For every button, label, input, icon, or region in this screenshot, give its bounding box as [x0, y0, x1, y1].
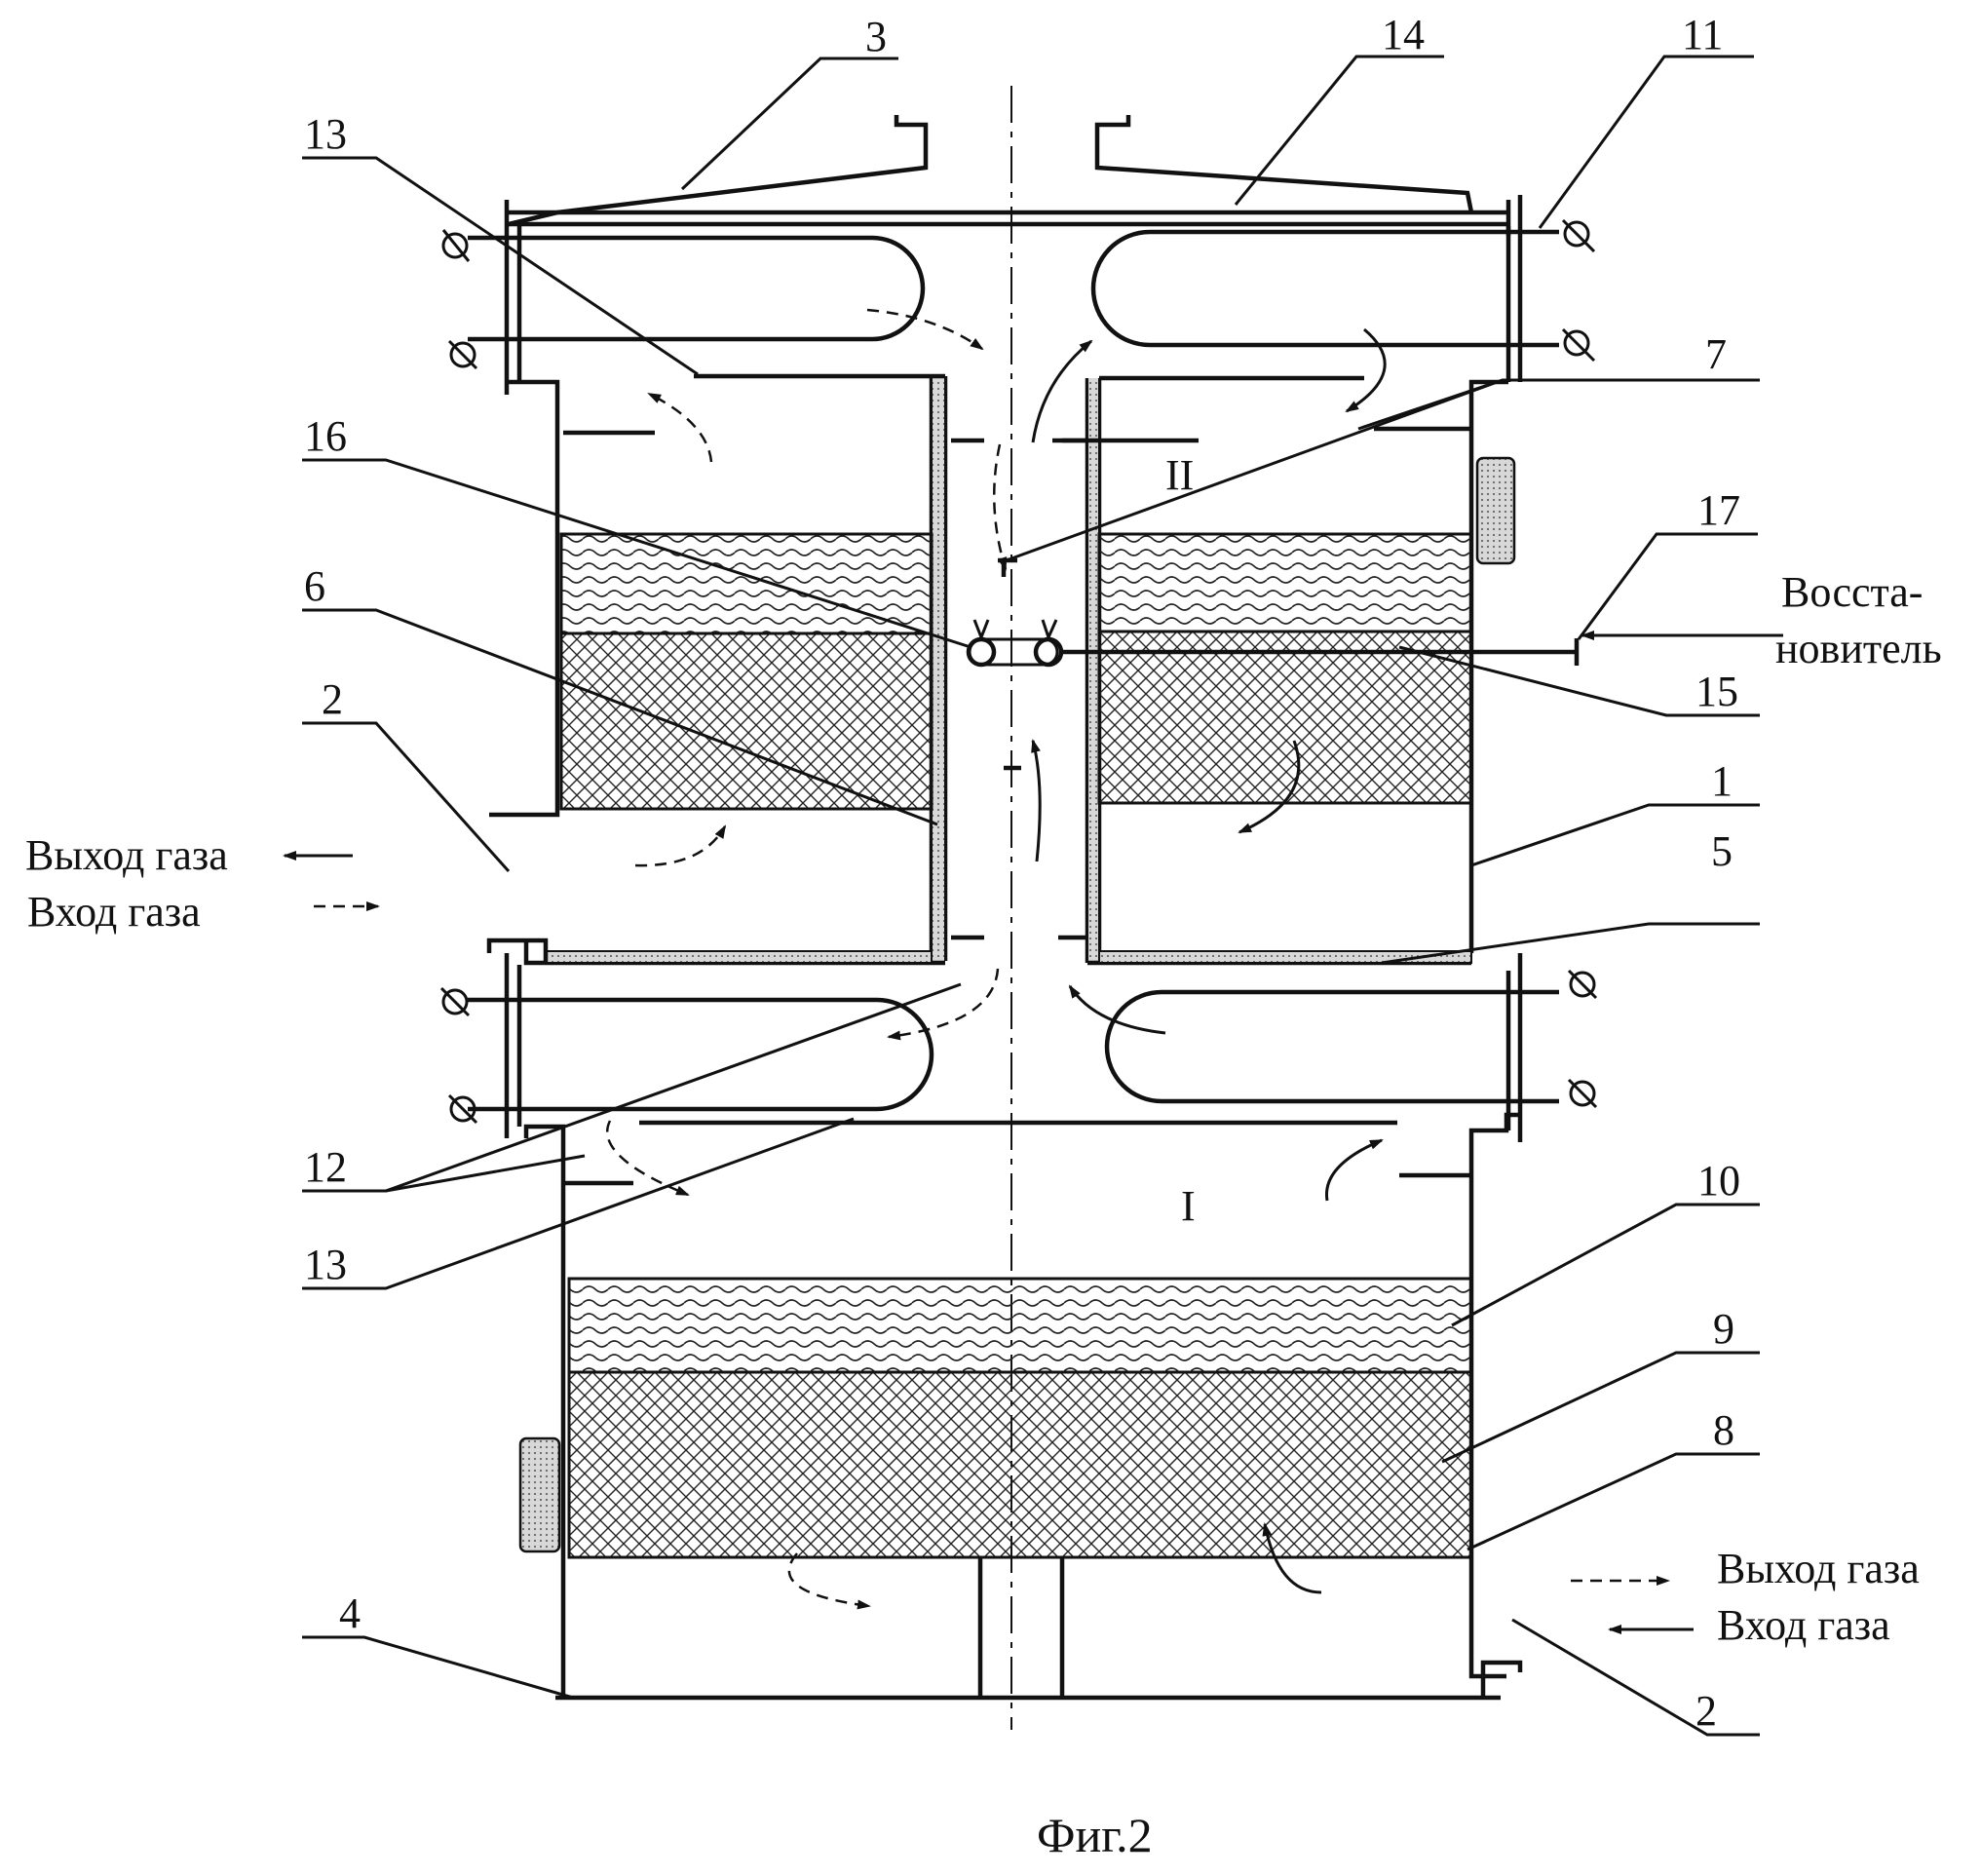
lower-vessel [518, 1112, 1523, 1701]
legend-right [1571, 631, 1783, 1634]
callout-13-top: 13 [304, 110, 347, 158]
legend-left [283, 851, 380, 911]
callout-numbers: 3 14 11 13 7 16 17 6 15 2 1 5 12 10 13 9… [304, 11, 1740, 1735]
chamber-II-label: II [1165, 451, 1194, 499]
callout-2-right: 2 [1695, 1687, 1717, 1735]
callout-9: 9 [1713, 1305, 1734, 1353]
callout-6: 6 [304, 562, 325, 610]
callout-4: 4 [339, 1589, 361, 1637]
callout-13-bottom: 13 [304, 1241, 347, 1288]
reducer-label-line2: новитель [1775, 625, 1942, 672]
callout-17: 17 [1697, 486, 1740, 534]
reducer-injector [966, 619, 1580, 668]
flow-arrows [605, 308, 1387, 1610]
legend-right-gas-in: Вход газа [1717, 1601, 1890, 1649]
callout-16: 16 [304, 412, 347, 460]
callout-10: 10 [1697, 1157, 1740, 1205]
figure-caption: Фиг.2 [1037, 1808, 1153, 1862]
reducer-label-line1: Восста- [1781, 568, 1923, 616]
callout-8: 8 [1713, 1406, 1734, 1454]
legend-right-gas-out: Выход газа [1717, 1545, 1920, 1592]
callout-14: 14 [1382, 11, 1425, 58]
callout-3: 3 [865, 13, 887, 60]
callout-2-left: 2 [322, 675, 343, 723]
upper-vessel [489, 373, 1516, 966]
leader-lines [302, 55, 1760, 1737]
lower-heat-exchanger [439, 938, 1598, 1142]
callout-7: 7 [1705, 330, 1727, 378]
callout-12: 12 [304, 1143, 347, 1191]
chamber-I-label: I [1181, 1182, 1196, 1230]
upper-heat-exchanger [441, 195, 1596, 395]
legend-left-gas-in: Вход газа [27, 888, 201, 936]
callout-1: 1 [1711, 757, 1733, 805]
callout-5: 5 [1711, 827, 1733, 875]
callout-15: 15 [1695, 668, 1738, 715]
callout-11: 11 [1682, 11, 1723, 58]
top-cover [504, 115, 1511, 236]
legend-left-gas-out: Выход газа [25, 831, 228, 879]
